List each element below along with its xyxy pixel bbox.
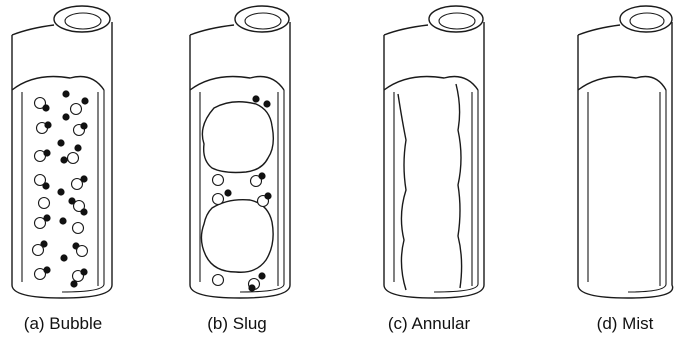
annular-left-film [398, 94, 406, 290]
upper-slug-bubble [202, 102, 273, 173]
slug-flow-pipe [190, 6, 290, 298]
caption-slug: (b) Slug [207, 314, 267, 334]
caption-mist: (d) Mist [597, 314, 654, 334]
bubble-flow-pipe [12, 6, 112, 298]
lower-slug-bubble [201, 200, 273, 273]
caption-bubble: (a) Bubble [24, 314, 102, 334]
annular-right-film [456, 84, 462, 288]
slug-small-bubbles [213, 95, 272, 291]
annular-flow-pipe [384, 6, 484, 298]
bubble-dots [33, 90, 89, 287]
mist-flow-pipe [578, 6, 673, 298]
caption-annular: (c) Annular [388, 314, 470, 334]
